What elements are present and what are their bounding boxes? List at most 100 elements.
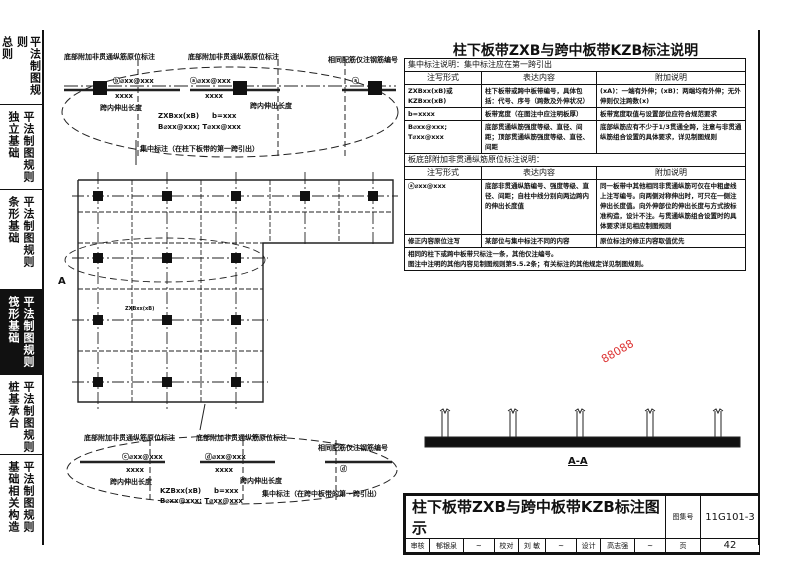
break-line <box>439 408 451 415</box>
sidebar-item-isolated-foundation[interactable]: 平法制图规则独立基础 <box>0 105 42 190</box>
cell: 同一板带中其他相同非贯通纵筋可仅在中粗虚线上注写编号。向两侧对称伸出时，可只在一… <box>596 179 746 235</box>
cell: 底部纵筋应有不少于1/3贯通全跨，注意与非贯通纵筋组合设置的具体要求，详见制图规… <box>596 120 746 154</box>
sidebar-item-label: 平法制图规则 <box>22 296 35 368</box>
top-width: b=xxx <box>212 112 237 120</box>
review-label: 审核 <box>404 538 431 553</box>
column <box>93 253 103 263</box>
top-label-left: 底部附加非贯通纵筋原位标注 <box>64 53 155 61</box>
break-line <box>574 408 586 415</box>
cell: (xA)：一端有外伸；(xB)：两端均有外伸；无外伸则仅注跨数(x) <box>596 84 746 108</box>
column <box>300 191 310 201</box>
sidebar-item-general[interactable]: 平法制图规则总则 <box>0 30 42 105</box>
column <box>368 81 382 95</box>
top-detail-ellipse <box>61 66 399 158</box>
bottom-span-mid: 跨内伸出长度 <box>240 477 282 485</box>
column <box>231 191 241 201</box>
cell: 原位标注的修正内容取值优先 <box>596 234 746 248</box>
top-rebar-left: ⓑ⌀xx@xxx <box>113 77 154 85</box>
drawing-title: 柱下板带ZXB与跨中板带KZB标注图示 <box>405 495 666 539</box>
sidebar-item-sublabel: 总则 <box>0 36 14 60</box>
bottom-label-right: 相同配筋仅注钢筋编号 <box>318 444 388 452</box>
column <box>162 191 172 201</box>
break-line <box>644 408 656 415</box>
cell: 柱下板带或跨中板带编号，具体包括：代号、序号（跨数及外伸状况） <box>481 84 597 108</box>
atlas-label: 图集号 <box>665 495 701 539</box>
plan-small-code: ZXBxx(xB) <box>125 306 155 312</box>
sidebar-item-label: 平法制图规则 <box>15 36 42 96</box>
top-span-left: 跨内伸出长度 <box>100 104 142 112</box>
reviewer-name: 郁银泉 <box>429 538 464 553</box>
sidebar-item-sublabel: 筏形基础 <box>7 296 20 344</box>
central-header: 集中标注说明：集中标注应在第一跨引出 <box>404 58 746 72</box>
sidebar-item-sublabel: 独立基础 <box>7 111 20 159</box>
sidebar-item-related-details[interactable]: 平法制图规则基础相关构造 <box>0 455 42 545</box>
sidebar-item-pile-cap[interactable]: 平法制图规则桩基承台 <box>0 375 42 455</box>
bottom-label-left: 底部附加非贯通纵筋原位标注 <box>84 434 175 442</box>
section-label: A-A <box>568 456 588 467</box>
spec-title: 柱下板带ZXB与跨中板带KZB标注说明 <box>452 43 699 59</box>
sidebar-item-label: 平法制图规则 <box>22 381 35 453</box>
bottom-span-left: 跨内伸出长度 <box>110 478 152 486</box>
table-row: B⌀xx@xxx; T⌀xx@xxx 底部贯通纵筋强度等级、直径、间距；顶部贯通… <box>404 120 746 154</box>
sidebar-item-strip-foundation[interactable]: 平法制图规则条形基础 <box>0 190 42 290</box>
column <box>93 81 107 95</box>
top-rebar-mid: ⓐ⌀xx@xxx <box>190 77 231 85</box>
col-header: 表达内容 <box>481 166 597 180</box>
bottom-len-left: xxxx <box>126 466 145 474</box>
top-reinf: B⌀xx@xxx; T⌀xx@xxx <box>158 123 241 131</box>
plan-outline <box>77 179 394 403</box>
checker-name: 刘 敏 <box>517 538 547 553</box>
cell: 板带宽度（在图注中应注明板厚） <box>481 107 597 121</box>
top-circle-right: ⓐ <box>352 77 359 85</box>
sidebar-item-sublabel: 条形基础 <box>7 196 20 244</box>
top-code: ZXBxx(xB) <box>158 112 200 120</box>
notes: 相同的柱下或跨中板带只标注一条，其他仅注编号。 图注中注明的其他内容见制图规则第… <box>404 247 746 271</box>
section-slab <box>424 436 741 448</box>
designer-signature: ~ <box>634 538 666 553</box>
sidebar-item-label: 平法制图规则 <box>22 196 35 268</box>
original-header: 板底部附加非贯通纵筋原位标注说明： <box>404 153 746 167</box>
title-block: 柱下板带ZXB与跨中板带KZB标注图示 图集号 11G101-3 审核 郁银泉 … <box>403 493 760 555</box>
bottom-rebar-left: ⓒ⌀xx@xxx <box>122 453 163 461</box>
col-header: 附加说明 <box>596 71 746 85</box>
sidebar-item-raft-foundation[interactable]: 平法制图规则筏形基础 <box>0 290 42 375</box>
sidebar-item-sublabel: 桩基承台 <box>7 381 20 429</box>
cell: ⓐ⌀xx@xxx <box>404 179 482 235</box>
table-row: b=xxxx 板带宽度（在图注中应注明板厚） 板带宽度取值与设置部位应符合规范要… <box>404 107 746 121</box>
sidebar-item-sublabel: 基础相关构造 <box>7 461 20 533</box>
top-len-left: xxxx <box>115 92 134 100</box>
cell: 某部位与集中标注不同的内容 <box>481 234 597 248</box>
cell: 修正内容原位注写 <box>404 234 482 248</box>
table-row: 修正内容原位注写 某部位与集中标注不同的内容 原位标注的修正内容取值优先 <box>404 234 746 248</box>
column <box>368 191 378 201</box>
table-row: ZXBxx(xB)或KZBxx(xB) 柱下板带或跨中板带编号，具体包括：代号、… <box>404 84 746 108</box>
cell: ZXBxx(xB)或KZBxx(xB) <box>404 84 482 108</box>
col-header: 附加说明 <box>596 166 746 180</box>
cell: 板带宽度取值与设置部位应符合规范要求 <box>596 107 746 121</box>
col-header: 注写形式 <box>404 71 482 85</box>
column <box>231 315 241 325</box>
col-header: 表达内容 <box>481 71 597 85</box>
top-label-mid: 底部附加非贯通纵筋原位标注 <box>188 53 279 61</box>
column <box>162 377 172 387</box>
bottom-len-mid: xxxx <box>215 466 234 474</box>
col-header: 注写形式 <box>404 166 482 180</box>
column <box>231 377 241 387</box>
page-number: 42 <box>700 538 760 553</box>
top-label-right: 相同配筋仅注钢筋编号 <box>328 56 398 64</box>
bottom-rebar-mid: ⓓ⌀xx@xxx <box>205 453 246 461</box>
atlas-number: 11G101-3 <box>700 495 760 539</box>
cell: b=xxxx <box>404 107 482 121</box>
checker-signature: ~ <box>545 538 578 553</box>
column <box>162 253 172 263</box>
section-mark: A <box>58 276 66 287</box>
top-note: 集中标注（在柱下板带的第一跨引出） <box>140 145 259 153</box>
cell: B⌀xx@xxx; T⌀xx@xxx <box>404 120 482 154</box>
plan-detail-ellipse <box>64 237 266 283</box>
column <box>231 253 241 263</box>
page-label: 页 <box>665 538 701 553</box>
bottom-width: b=xxx <box>214 487 239 495</box>
sidebar: 平法制图规则总则 平法制图规则独立基础 平法制图规则条形基础 平法制图规则筏形基… <box>0 30 44 545</box>
top-len-mid: xxxx <box>205 92 224 100</box>
